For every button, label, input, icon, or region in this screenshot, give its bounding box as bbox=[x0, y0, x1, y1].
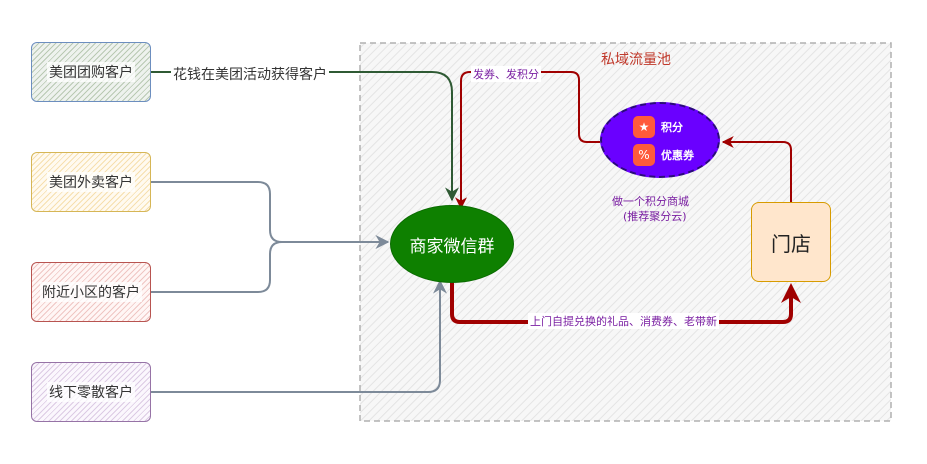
edge-store-to-mall bbox=[721, 136, 792, 202]
node-nearby-community-customers: 附近小区的客户 bbox=[31, 262, 151, 322]
node-meituan-groupbuy-customers: 美团团购客户 bbox=[31, 42, 151, 102]
node-label: 美团外卖客户 bbox=[47, 172, 135, 192]
points-label: 积分 bbox=[661, 121, 683, 134]
points-item: ★ 积分 bbox=[633, 116, 683, 138]
node-label: 美团团购客户 bbox=[47, 62, 135, 82]
node-offline-walkin-customers: 线下零散客户 bbox=[31, 362, 151, 422]
edge-groupbuy-to-wechat bbox=[151, 71, 459, 202]
node-label: 商家微信群 bbox=[409, 236, 495, 257]
coupon-label: 优惠券 bbox=[661, 149, 694, 162]
pool-title: 私域流量池 bbox=[601, 52, 671, 68]
star-badge-icon: ★ bbox=[633, 116, 655, 138]
edge-label-mall-to-wechat: 发券、发积分 bbox=[471, 66, 541, 82]
node-points-mall: ★ 积分 % 优惠券 bbox=[600, 102, 720, 178]
edge-label-groupbuy: 花钱在美团活动获得客户 bbox=[171, 64, 329, 84]
points-mall-caption-line2: (推荐聚分云) bbox=[623, 210, 687, 223]
node-store: 门店 bbox=[751, 202, 831, 282]
percent-coupon-icon: % bbox=[633, 144, 655, 166]
node-merchant-wechat-group: 商家微信群 bbox=[390, 205, 514, 283]
edge-nearby-to-wechat bbox=[151, 241, 283, 293]
edge-mall-to-wechat bbox=[455, 71, 600, 210]
node-label: 线下零散客户 bbox=[47, 382, 135, 402]
edge-label-wechat-to-store: 上门自提兑换的礼品、消费券、老带新 bbox=[528, 313, 719, 329]
node-label: 附近小区的客户 bbox=[40, 282, 142, 302]
coupon-item: % 优惠券 bbox=[633, 144, 694, 166]
edge-takeout-to-wechat bbox=[151, 181, 390, 249]
edge-offline-to-wechat bbox=[151, 279, 447, 393]
node-meituan-takeout-customers: 美团外卖客户 bbox=[31, 152, 151, 212]
points-mall-caption-line1: 做一个积分商城 bbox=[612, 195, 689, 208]
node-label: 门店 bbox=[771, 231, 811, 256]
